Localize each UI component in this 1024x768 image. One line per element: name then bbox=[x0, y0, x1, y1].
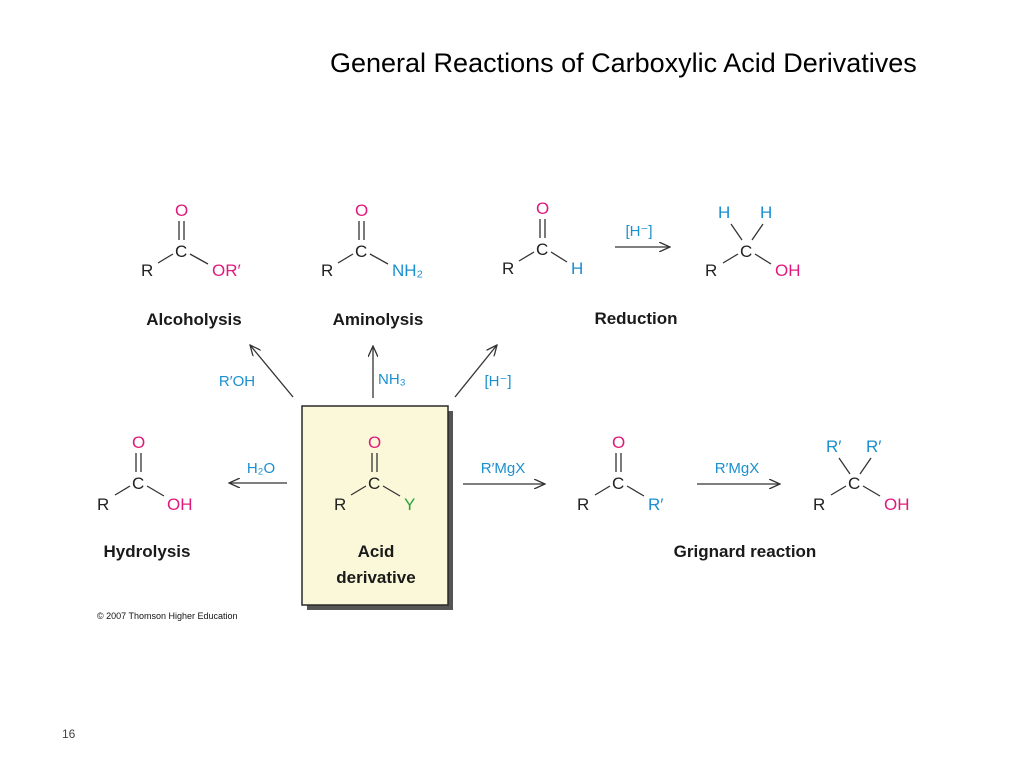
atom-c: C bbox=[740, 242, 752, 261]
atom-o: O bbox=[536, 199, 549, 218]
atom-o: O bbox=[175, 201, 188, 220]
atom-r-prime: R′ bbox=[648, 495, 663, 514]
atom-h: H bbox=[571, 259, 583, 278]
grignard-label: Grignard reaction bbox=[674, 542, 817, 561]
atom-oh: OH bbox=[167, 495, 193, 514]
aminolysis-label: Aminolysis bbox=[333, 310, 424, 329]
water-reagent: H₂O bbox=[247, 460, 275, 477]
atom-c: C bbox=[612, 474, 624, 493]
atom-c: C bbox=[536, 240, 548, 259]
slide-title: General Reactions of Carboxylic Acid Der… bbox=[330, 48, 917, 78]
carboxylic-acid-structure: O C R OH bbox=[97, 433, 193, 514]
atom-o: O bbox=[612, 433, 625, 452]
tertiary-alcohol-structure: R′ R′ C R OH bbox=[813, 437, 910, 514]
atom-oh: OH bbox=[884, 495, 910, 514]
alcoholysis-arrow bbox=[250, 345, 294, 398]
atom-o: O bbox=[355, 201, 368, 220]
atom-o: O bbox=[368, 433, 381, 452]
atom-r: R bbox=[813, 495, 825, 514]
atom-r: R bbox=[141, 261, 153, 280]
alcohol-reagent: R′OH bbox=[219, 373, 255, 390]
atom-r: R bbox=[97, 495, 109, 514]
acid-derivative-label-line1: Acid bbox=[358, 542, 395, 561]
atom-h-left: H bbox=[718, 203, 730, 222]
atom-or-prime: OR′ bbox=[212, 261, 241, 280]
acid-derivative-structure: O C R Y bbox=[334, 433, 415, 514]
grignard-reagent-2: R′MgX bbox=[715, 460, 760, 477]
hydride-reagent-top: [H⁻] bbox=[625, 223, 652, 240]
hydrolysis-label: Hydrolysis bbox=[104, 542, 191, 561]
atom-o: O bbox=[132, 433, 145, 452]
aldehyde-structure: O C R H bbox=[502, 199, 583, 278]
amide-structure: O C R NH₂ bbox=[321, 201, 423, 280]
atom-r: R bbox=[502, 259, 514, 278]
acid-derivative-label-line2: derivative bbox=[336, 568, 415, 587]
reduction-label: Reduction bbox=[594, 309, 677, 328]
atom-oh: OH bbox=[775, 261, 801, 280]
atom-r: R bbox=[321, 261, 333, 280]
ammonia-reagent: NH₃ bbox=[378, 371, 406, 388]
alcoholysis-label: Alcoholysis bbox=[146, 310, 241, 329]
atom-c: C bbox=[132, 474, 144, 493]
primary-alcohol-structure: H H C R OH bbox=[705, 203, 801, 280]
atom-r: R bbox=[577, 495, 589, 514]
reduction-diag-arrow bbox=[454, 345, 497, 398]
atom-c: C bbox=[848, 474, 860, 493]
ester-structure: O C R OR′ bbox=[141, 201, 241, 280]
acid-derivative-box bbox=[301, 405, 449, 606]
atom-nh2: NH₂ bbox=[392, 261, 423, 280]
atom-r-prime-right: R′ bbox=[866, 437, 881, 456]
atom-y: Y bbox=[404, 495, 415, 514]
atom-h-right: H bbox=[760, 203, 772, 222]
atom-r: R bbox=[705, 261, 717, 280]
page-number: 16 bbox=[62, 727, 76, 741]
atom-c: C bbox=[175, 242, 187, 261]
atom-c: C bbox=[355, 242, 367, 261]
atom-r-prime-left: R′ bbox=[826, 437, 841, 456]
grignard-reagent-1: R′MgX bbox=[481, 460, 526, 477]
copyright-notice: © 2007 Thomson Higher Education bbox=[97, 611, 238, 621]
ketone-structure: O C R R′ bbox=[577, 433, 663, 514]
hydride-reagent-diag: [H⁻] bbox=[484, 373, 511, 390]
atom-c: C bbox=[368, 474, 380, 493]
atom-r: R bbox=[334, 495, 346, 514]
